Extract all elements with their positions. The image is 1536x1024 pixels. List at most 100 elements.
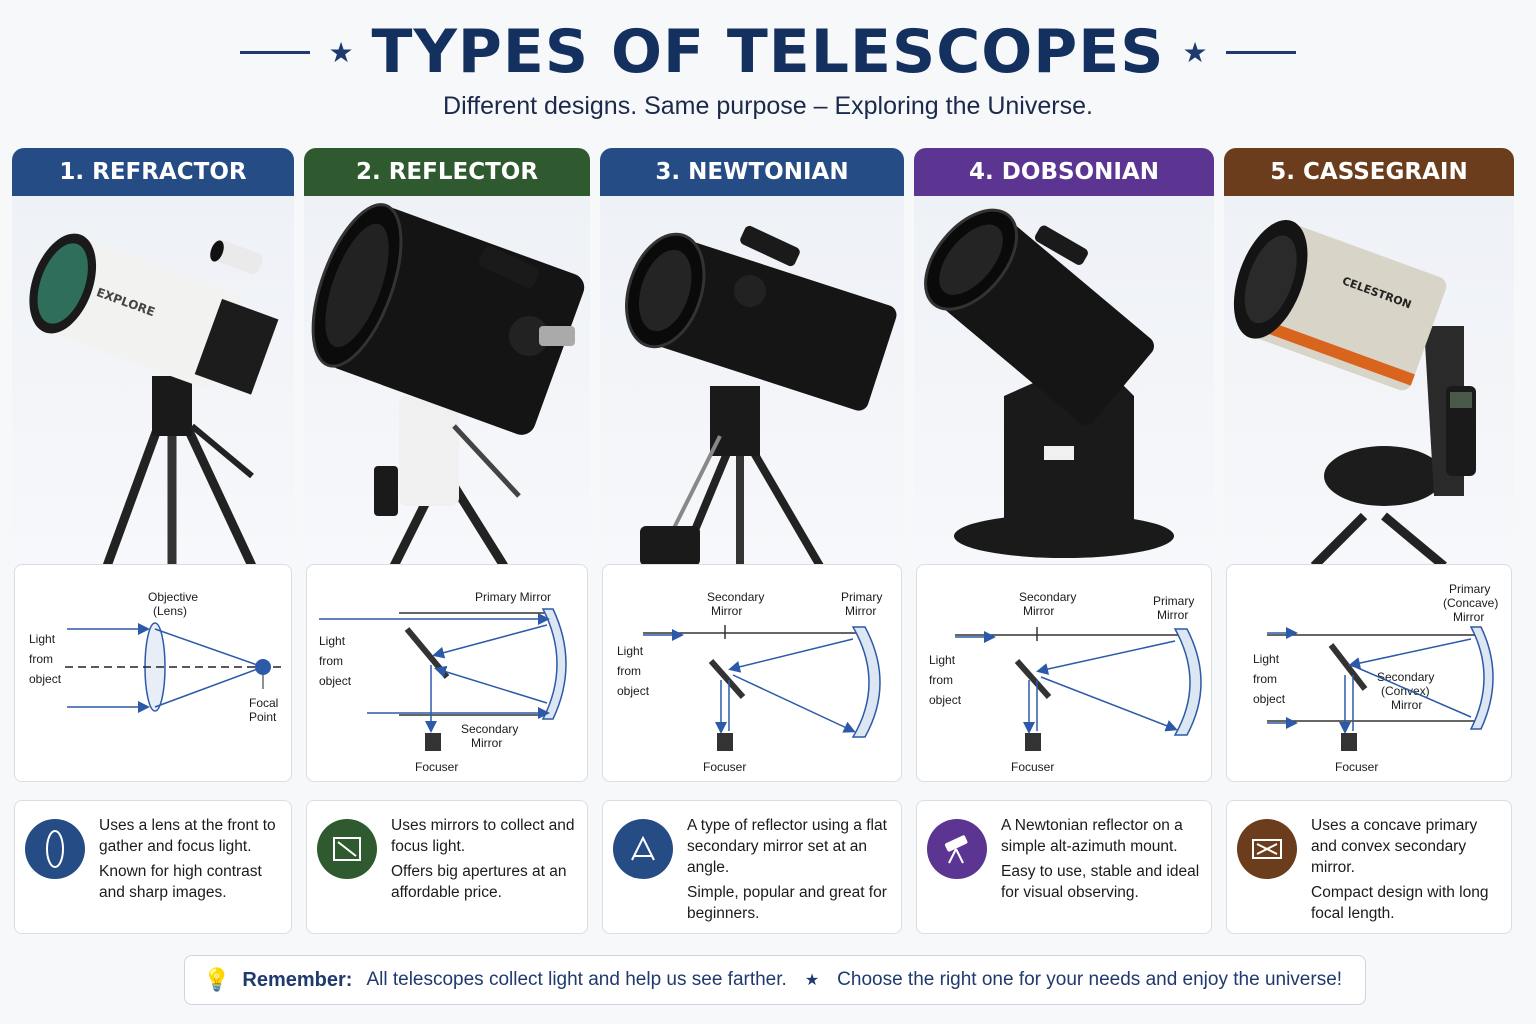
focal-point-marker xyxy=(255,659,271,675)
description-newtonian: A type of reflector using a flat seconda… xyxy=(602,800,902,934)
light-label: object xyxy=(929,693,962,707)
photo-cassegrain: CELESTRON xyxy=(1224,196,1514,566)
secondary-mirror-shape xyxy=(1328,643,1368,691)
title-divider-left xyxy=(240,50,311,54)
light-label: from xyxy=(929,673,953,687)
page-subtitle: Different designs. Same purpose – Explor… xyxy=(443,92,1093,120)
photo-dobsonian xyxy=(914,196,1214,566)
title-row: ★ TYPES OF TELESCOPES ★ xyxy=(0,14,1536,90)
newtonian-telescope-icon xyxy=(625,225,897,566)
primary-mirror-label: Mirror xyxy=(1453,610,1484,624)
primary-mirror-label: Primary xyxy=(1153,594,1194,608)
light-label: Light xyxy=(319,634,346,648)
light-label: Light xyxy=(929,653,956,667)
light-label: object xyxy=(1253,692,1286,706)
lightbulb-icon: 💡 xyxy=(203,967,231,992)
dobsonian-telescope-icon xyxy=(924,208,1174,558)
header: ★ TYPES OF TELESCOPES ★ Different design… xyxy=(0,0,1536,140)
primary-mirror-label: Mirror xyxy=(1157,608,1188,622)
light-label: Light xyxy=(617,644,644,658)
primary-mirror-shape xyxy=(1469,626,1494,730)
secondary-mirror-label: Secondary xyxy=(461,722,518,736)
primary-mirror-label: Primary Mirror xyxy=(475,590,551,604)
page-title: TYPES OF TELESCOPES xyxy=(371,17,1165,87)
description-dobsonian: A Newtonian reflector on a simple alt-az… xyxy=(916,800,1212,934)
focal-point-label: Focal xyxy=(249,696,278,710)
photo-reflector xyxy=(304,196,590,566)
remember-text: All telescopes collect light and help us… xyxy=(366,969,787,990)
objective-label: Objective xyxy=(148,590,198,604)
diagram-newtonian: Secondary Mirror Primary Mirror Light fr… xyxy=(602,564,902,782)
light-label: object xyxy=(319,674,352,688)
focuser-label: Focuser xyxy=(415,760,458,774)
light-label: from xyxy=(319,654,343,668)
remember-text: Choose the right one for your needs and … xyxy=(837,969,1343,990)
description-line: A Newtonian reflector on a simple alt-az… xyxy=(1001,817,1183,855)
light-label: from xyxy=(1253,672,1277,686)
primary-mirror-shape xyxy=(1173,628,1202,736)
title-divider-right xyxy=(1225,50,1296,54)
objective-label: (Lens) xyxy=(153,604,187,618)
light-label: object xyxy=(617,684,650,698)
description-line: Known for high contrast and sharp images… xyxy=(99,863,262,901)
description-refractor: Uses a lens at the front to gather and f… xyxy=(14,800,292,934)
diagram-cassegrain: Primary (Concave) Mirror Secondary (Conv… xyxy=(1226,564,1512,782)
diagram-reflector: Primary Mirror Light from object Seconda… xyxy=(306,564,588,782)
reflector-telescope-icon xyxy=(311,203,585,566)
description-line: Compact design with long focal length. xyxy=(1311,884,1489,922)
heading-newtonian: 3. NEWTONIAN xyxy=(600,148,904,196)
cassegrain-telescope-icon: CELESTRON xyxy=(1233,220,1476,566)
description-line: Easy to use, stable and ideal for visual… xyxy=(1001,863,1200,901)
secondary-mirror-label: Secondary xyxy=(1377,670,1434,684)
description-line: A type of reflector using a flat seconda… xyxy=(687,817,887,876)
secondary-mirror-shape xyxy=(708,659,746,699)
star-icon: ★ xyxy=(1182,35,1208,69)
secondary-mirror-label: Mirror xyxy=(711,604,742,618)
secondary-mirror-label: Secondary xyxy=(1019,590,1076,604)
description-cassegrain: Uses a concave primary and convex second… xyxy=(1226,800,1512,934)
primary-mirror-label: Primary xyxy=(841,590,882,604)
cassegrain-icon xyxy=(1237,819,1297,879)
column-cassegrain: 5. CASSEGRAIN CELESTRON Primary (Concave… xyxy=(1224,148,1514,938)
primary-mirror-label: Primary xyxy=(1449,582,1490,596)
light-label: Light xyxy=(1253,652,1280,666)
description-reflector: Uses mirrors to collect and focus light.… xyxy=(306,800,588,934)
focuser-label: Focuser xyxy=(1335,760,1378,774)
refractor-telescope-icon: EXPLORE xyxy=(29,233,279,566)
secondary-mirror-label: Mirror xyxy=(471,736,502,750)
focuser-shape xyxy=(1341,733,1357,751)
diagram-dobsonian: Secondary Mirror Primary Mirror Light fr… xyxy=(916,564,1212,782)
lens-icon xyxy=(25,819,85,879)
secondary-mirror-label: Mirror xyxy=(1391,698,1422,712)
light-label: Light xyxy=(29,632,56,646)
telescope-icon xyxy=(927,819,987,879)
focal-point-label: Point xyxy=(249,710,277,724)
description-line: Uses a concave primary and convex second… xyxy=(1311,817,1478,876)
focuser-shape xyxy=(717,733,733,751)
secondary-mirror-label: Secondary xyxy=(707,590,764,604)
secondary-mirror-shape xyxy=(1014,659,1052,699)
photo-refractor: EXPLORE xyxy=(12,196,294,566)
column-reflector: 2. REFLECTOR Primary Mirror Light from o… xyxy=(304,148,590,938)
remember-banner: 💡 Remember: All telescopes collect light… xyxy=(184,955,1366,1005)
diagram-refractor: Objective (Lens) Light from object Focal… xyxy=(14,564,292,782)
focuser-shape xyxy=(1025,733,1041,751)
primary-mirror-shape xyxy=(851,626,881,738)
focuser-shape xyxy=(425,733,441,751)
focuser-label: Focuser xyxy=(703,760,746,774)
description-line: Uses mirrors to collect and focus light. xyxy=(391,817,575,855)
newtonian-icon xyxy=(613,819,673,879)
description-line: Offers big apertures at an affordable pr… xyxy=(391,863,567,901)
light-label: from xyxy=(29,652,53,666)
remember-label: Remember: xyxy=(242,968,353,991)
column-newtonian: 3. NEWTONIAN Secondary Mirror Primary Mi… xyxy=(600,148,904,938)
light-label: from xyxy=(617,664,641,678)
secondary-mirror-label: Mirror xyxy=(1023,604,1054,618)
column-refractor: 1. REFRACTOR EXPLORE Objective (Lens) Li… xyxy=(12,148,294,938)
description-line: Simple, popular and great for beginners. xyxy=(687,884,887,922)
light-label: object xyxy=(29,672,62,686)
primary-mirror-label: (Concave) xyxy=(1443,596,1498,610)
heading-refractor: 1. REFRACTOR xyxy=(12,148,294,196)
mirror-icon xyxy=(317,819,377,879)
star-icon: ★ xyxy=(804,972,820,989)
